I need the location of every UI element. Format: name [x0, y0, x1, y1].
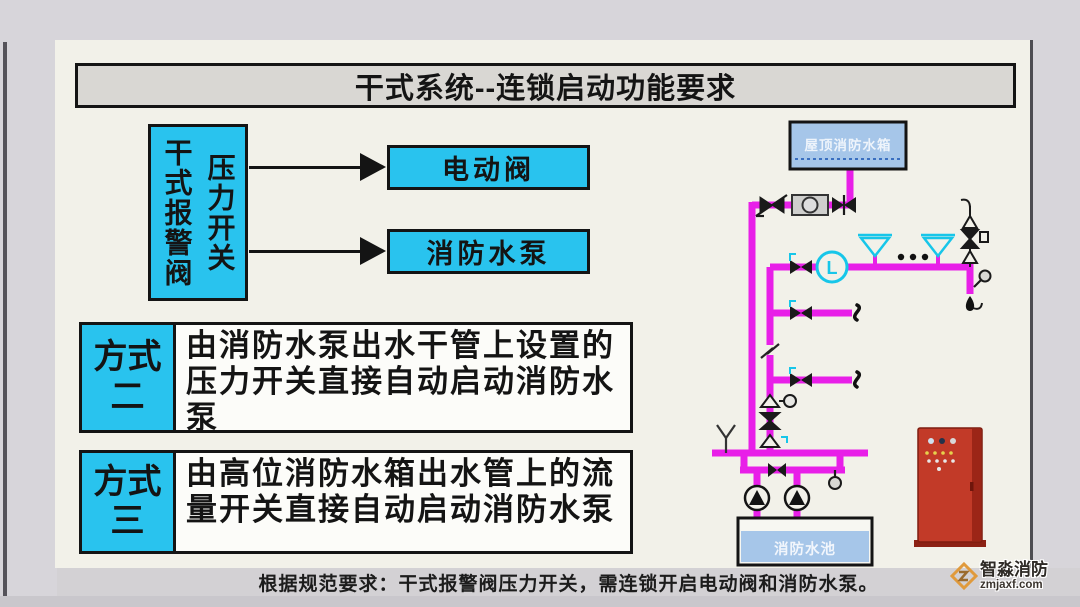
manifold-gauge-icon	[828, 470, 842, 490]
method-3-box: 方式 三 由高位消防水箱出水管上的流量开关直接自动启动消防水泵	[79, 450, 633, 554]
check-valve-icon	[755, 194, 788, 218]
method-3-text: 由高位消防水箱出水管上的流量开关直接自动启动消防水泵	[186, 456, 615, 527]
watermark-brand: 智淼消防	[980, 560, 1048, 579]
slide-title-text: 干式系统--连锁启动功能要求	[354, 72, 737, 105]
alarm-valve-assembly	[758, 393, 797, 448]
pressure-gauge-icon	[973, 269, 992, 288]
method-2-label-num: 二	[110, 377, 145, 416]
fire-pump-label: 消防水泵	[426, 239, 551, 269]
roof-tank-label: 屋顶消防水箱	[805, 137, 892, 153]
test-valve-assembly	[959, 198, 989, 267]
arrow-line-2	[249, 250, 361, 253]
sprinkler-icon	[858, 233, 892, 259]
arrow-head-2-icon	[360, 237, 386, 265]
dry-alarm-valve-label: 干式报警阀	[161, 137, 193, 288]
pump-icon	[743, 484, 771, 512]
branch-valve-icon	[789, 300, 812, 320]
gate-valve-icon	[832, 195, 856, 215]
piping-schematic: 屋顶消防水箱 L	[712, 120, 992, 567]
method-2-label: 方式 二	[82, 325, 176, 430]
method-2-label-top: 方式	[93, 338, 162, 377]
note-bar: 根据规范要求：干式报警阀压力开关，需连锁开启电动阀和消防水泵。	[57, 568, 1080, 596]
drain-icon	[965, 296, 983, 311]
sprinkler-icon	[921, 233, 955, 259]
electric-valve-label: 电动阀	[442, 155, 535, 185]
method-3-label: 方式 三	[82, 453, 176, 551]
method-2-text: 由消防水泵出水干管上设置的压力开关直接自动启动消防水泵	[186, 328, 615, 435]
method-3-label-num: 三	[110, 502, 145, 540]
drain-funnel-icon	[716, 424, 736, 453]
dry-alarm-valve-box: 干式报警阀 压力开关	[148, 124, 248, 301]
continuation-dots	[897, 253, 929, 261]
method-3-label-top: 方式	[93, 462, 162, 501]
pressure-switch-label: 压力开关	[204, 152, 236, 273]
roof-tank: 屋顶消防水箱	[788, 120, 908, 171]
watermark-logo-icon	[950, 561, 978, 591]
flow-indicator: L	[815, 250, 849, 284]
pump-control-cabinet	[914, 427, 986, 547]
arrow-head-1-icon	[360, 153, 386, 181]
fire-pool: 消防水池	[736, 516, 874, 567]
branch-valve-icon	[789, 367, 812, 387]
continuation-squiggle-icon	[853, 370, 861, 389]
flow-indicator-letter: L	[827, 258, 838, 278]
arrow-line-1	[249, 166, 361, 169]
branch-control-valve-icon	[789, 253, 812, 274]
electric-valve-box: 电动阀	[387, 145, 590, 190]
fire-pool-label: 消防水池	[774, 540, 836, 558]
fire-pump-box: 消防水泵	[387, 229, 590, 274]
window-left-edge	[3, 42, 7, 597]
pipe-break-icon	[760, 343, 780, 359]
note-text: 根据规范要求：干式报警阀压力开关，需连锁开启电动阀和消防水泵。	[258, 573, 879, 595]
continuation-squiggle-icon	[853, 303, 861, 322]
window-bottom-strip	[0, 596, 1080, 607]
watermark-site: zmjaxf.com	[980, 579, 1043, 591]
watermark: 智淼消防 zmjaxf.com	[950, 561, 1048, 593]
flow-meter-icon	[791, 194, 829, 216]
slide-title: 干式系统--连锁启动功能要求	[75, 63, 1016, 108]
method-2-box: 方式 二 由消防水泵出水干管上设置的压力开关直接自动启动消防水泵	[79, 322, 633, 435]
pump-icon	[783, 484, 811, 512]
manifold-valve-icon	[768, 463, 786, 477]
